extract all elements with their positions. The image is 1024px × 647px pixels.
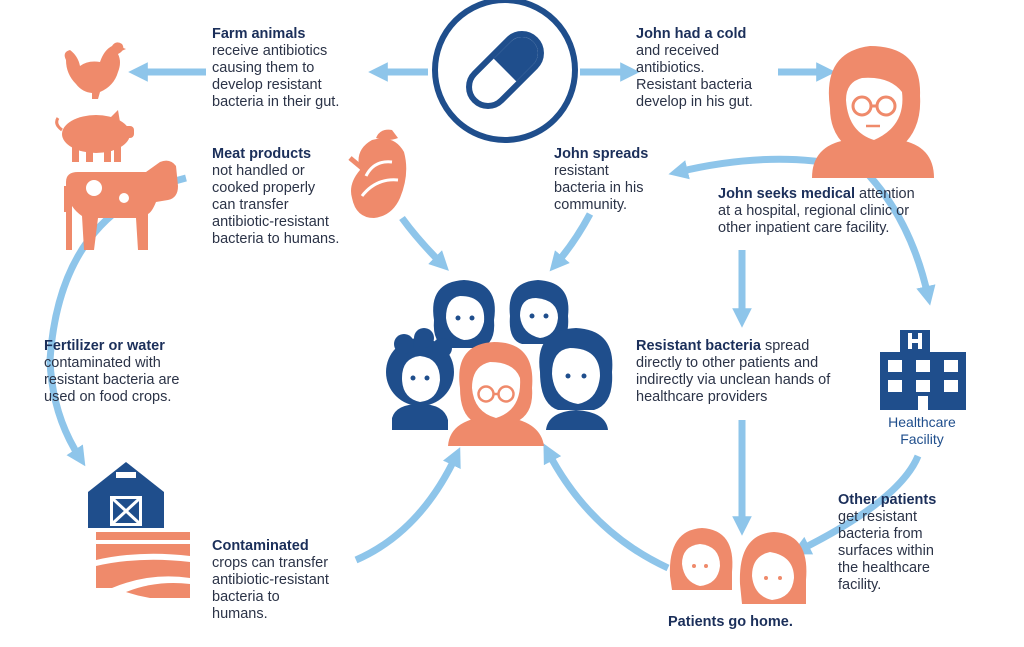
caption-title: John seeks medical xyxy=(718,186,856,202)
caption-contaminated: Contaminated crops can transfer antibiot… xyxy=(212,538,382,623)
barn-field-icon xyxy=(88,462,190,598)
caption-line: crops can transfer xyxy=(212,555,329,571)
caption-title-rest: spread xyxy=(760,338,810,354)
caption-line: bacteria from xyxy=(838,526,923,542)
caption-line: cooked properly xyxy=(212,180,316,196)
field xyxy=(96,532,190,598)
caption-resistant-bacteria: Resistant bacteria spread directly to ot… xyxy=(636,338,876,406)
arrow-spreads-to-group xyxy=(549,212,594,272)
caption-line: receive antibiotics xyxy=(212,43,328,59)
caption-title-row: Resistant bacteria spread xyxy=(636,338,876,355)
caption-line: bacteria to xyxy=(212,589,280,605)
caption-farm-animals: Farm animals receive antibiotics causing… xyxy=(212,26,382,111)
caption-line: causing them to xyxy=(212,60,315,76)
caption-line: at a hospital, regional clinic or xyxy=(718,203,910,219)
caption-line: Facility xyxy=(900,431,944,447)
group-person-top-left xyxy=(433,280,495,348)
caption-line: Healthcare xyxy=(888,414,956,430)
caption-title: Patients go home. xyxy=(668,614,793,630)
caption-patients-go-home: Patients go home. xyxy=(668,614,828,631)
caption-line: humans. xyxy=(212,606,268,622)
caption-meat-products: Meat products not handled or cooked prop… xyxy=(212,146,382,248)
arrow-hospital-to-other-patients xyxy=(791,454,922,555)
caption-line: bacteria in their gut. xyxy=(212,94,340,110)
caption-title: Fertilizer or water xyxy=(44,338,165,354)
caption-line: healthcare providers xyxy=(636,389,768,405)
person-with-glasses-icon xyxy=(812,46,934,178)
caption-line: indirectly via unclean hands of xyxy=(636,372,831,388)
hospital-icon xyxy=(880,330,966,410)
patient-right xyxy=(739,532,807,604)
caption-john-spreads: John spreads resistant bacteria in his c… xyxy=(554,146,684,214)
patients-icon xyxy=(669,528,807,604)
caption-line: community. xyxy=(554,197,628,213)
caption-title: Other patients xyxy=(838,492,937,508)
caption-line: used on food crops. xyxy=(44,389,172,405)
caption-title: John had a cold xyxy=(636,26,747,42)
caption-title: Contaminated xyxy=(212,538,309,554)
caption-line: get resistant xyxy=(838,509,917,525)
community-group-icon xyxy=(386,280,613,446)
caption-line: directly to other patients and xyxy=(636,355,819,371)
caption-line: bacteria in his xyxy=(554,180,644,196)
caption-john-seeks: John seeks medical attention at a hospit… xyxy=(718,186,978,237)
caption-line: develop resistant xyxy=(212,77,322,93)
caption-title-row: John seeks medical attention xyxy=(718,186,978,203)
caption-line: antibiotic-resistant xyxy=(212,214,329,230)
group-person-right xyxy=(539,328,613,430)
chicken-icon xyxy=(64,42,126,99)
pig-icon xyxy=(55,110,134,162)
arrow-contaminated-to-group xyxy=(354,447,461,564)
meat-icon xyxy=(348,129,407,218)
caption-line: bacteria to humans. xyxy=(212,231,340,247)
caption-line: other inpatient care facility. xyxy=(718,220,890,236)
caption-line: not handled or xyxy=(212,163,305,179)
caption-healthcare-facility: Healthcare Facility xyxy=(872,414,972,448)
caption-line: and received xyxy=(636,43,720,59)
caption-title: Resistant bacteria xyxy=(636,338,761,354)
group-person-top-right xyxy=(509,280,569,344)
caption-title: Meat products xyxy=(212,146,312,162)
caption-line: surfaces within xyxy=(838,543,934,559)
caption-line: antibiotics. xyxy=(636,60,705,76)
caption-fertilizer: Fertilizer or water contaminated with re… xyxy=(44,338,224,406)
caption-line: antibiotic-resistant xyxy=(212,572,329,588)
arrow-meat-to-group xyxy=(399,215,449,271)
caption-other-patients: Other patients get resistant bacteria fr… xyxy=(838,492,978,594)
caption-line: can transfer xyxy=(212,197,289,213)
caption-john-cold: John had a cold and received antibiotics… xyxy=(636,26,786,111)
caption-line: develop in his gut. xyxy=(636,94,753,110)
patient-left xyxy=(669,528,733,590)
caption-title: John spreads xyxy=(554,146,649,162)
caption-line: resistant xyxy=(554,163,609,179)
caption-line: the healthcare xyxy=(838,560,930,576)
caption-title: Farm animals xyxy=(212,26,306,42)
caption-line: resistant bacteria are xyxy=(44,372,180,388)
caption-title-rest: attention xyxy=(855,186,915,202)
caption-line: facility. xyxy=(838,577,882,593)
group-person-left xyxy=(386,328,454,430)
caption-line: contaminated with xyxy=(44,355,161,371)
pill-icon xyxy=(432,0,578,143)
caption-line: Resistant bacteria xyxy=(636,77,753,93)
cow-icon xyxy=(64,160,178,250)
group-person-center xyxy=(448,342,544,446)
arrow-patients-to-group xyxy=(543,443,670,572)
